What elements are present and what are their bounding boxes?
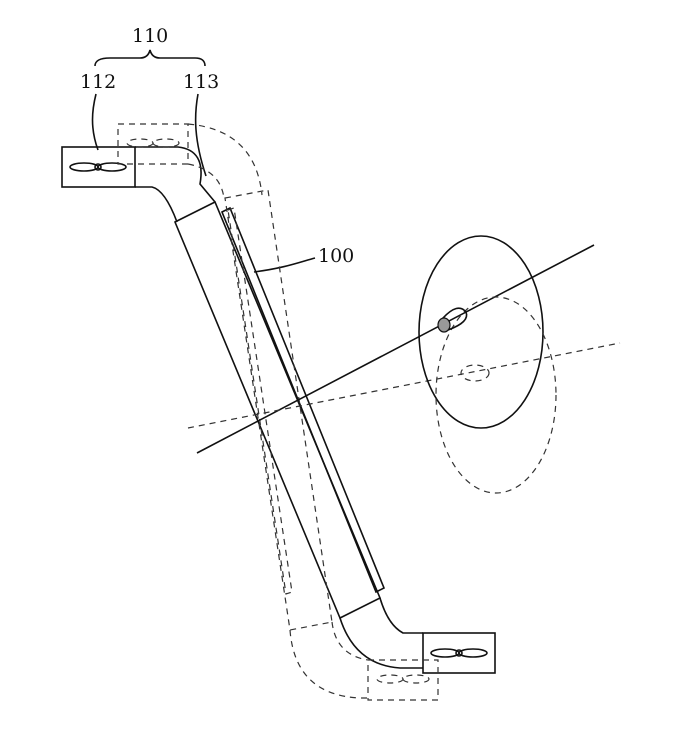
view-ellipse-dashed	[435, 296, 557, 494]
upper-fan-box-dashed	[117, 123, 189, 165]
view-ellipse	[418, 235, 544, 429]
left-fan-icon	[69, 162, 127, 172]
lower-duct-dashed-outer	[289, 629, 368, 699]
leader-100	[253, 257, 316, 273]
label-112: 112	[80, 71, 116, 93]
label-100: 100	[318, 245, 354, 267]
axis-line-dashed	[187, 342, 621, 429]
leader-113	[194, 93, 207, 177]
leader-112	[91, 93, 99, 151]
lower-duct-dashed-inner	[331, 621, 369, 661]
right-fan-icon	[430, 648, 488, 658]
axis-line-solid	[196, 244, 595, 454]
lower-fan-icon-dashed	[376, 674, 430, 684]
lower-duct	[339, 617, 423, 669]
upper-duct-dashed-inner	[187, 163, 225, 199]
lens-icon	[437, 307, 468, 333]
upper-duct-dashed-outer	[187, 123, 263, 196]
label-group-110: 110	[132, 25, 168, 47]
right-fan-box	[422, 632, 496, 674]
upper-duct-lower-edge	[135, 186, 178, 223]
upper-duct	[135, 146, 216, 203]
upper-fan-icon-dashed	[126, 138, 180, 148]
lower-duct-upper-edge	[379, 597, 423, 634]
slim-plate	[220, 206, 386, 594]
label-113: 113	[183, 71, 219, 93]
lower-fan-box-dashed	[367, 659, 439, 701]
group-brace	[94, 49, 206, 67]
lens-icon-dashed	[460, 364, 490, 382]
left-fan-box	[61, 146, 136, 188]
slim-plate-dashed	[227, 207, 293, 595]
